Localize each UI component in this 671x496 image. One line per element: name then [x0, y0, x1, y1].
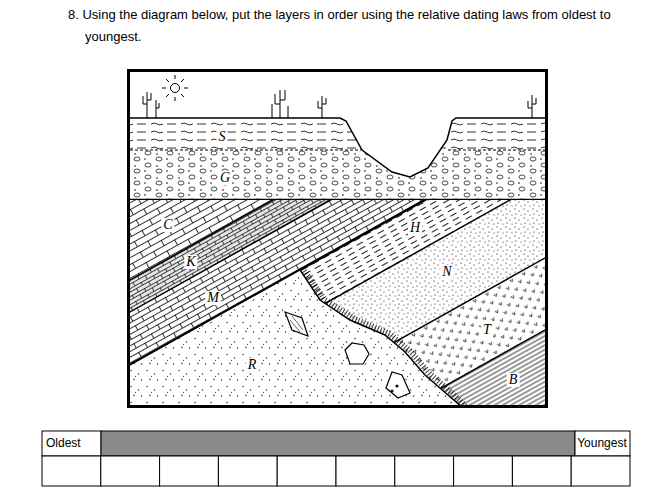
question-table	[101, 456, 160, 486]
layer-letter: N	[440, 265, 453, 279]
table-header-cell: Youngest	[577, 437, 627, 449]
surface-layers	[130, 118, 545, 177]
question-table	[575, 431, 630, 456]
xenolith-group	[391, 390, 393, 392]
surface-layers	[130, 118, 545, 150]
sky	[129, 71, 546, 119]
surface-layers	[130, 116, 545, 200]
sky	[162, 75, 188, 101]
question-text: 8. Using the diagram below, put the laye…	[85, 4, 625, 48]
xenolith-group	[285, 312, 410, 398]
tilted-layers	[130, 200, 545, 405]
sky	[171, 84, 180, 93]
question-table	[42, 456, 101, 486]
cactus-group	[272, 90, 288, 118]
question-table	[42, 456, 630, 486]
cactus-group	[528, 95, 536, 118]
layer-letter: R	[246, 358, 259, 372]
question-table	[42, 431, 630, 486]
table-header-cell: Oldest	[46, 437, 81, 449]
question-table	[336, 456, 395, 486]
question-table	[454, 456, 513, 486]
question-table	[512, 456, 571, 486]
layer-letter: H	[408, 221, 422, 235]
xenolith-group	[285, 312, 308, 336]
layer-letter: B	[507, 373, 520, 387]
question-table	[277, 456, 336, 486]
question-table	[42, 431, 101, 456]
xenolith-group	[386, 372, 410, 398]
question-table	[160, 456, 219, 486]
sky	[129, 71, 546, 119]
question-table	[101, 431, 575, 456]
igneous-intrusion	[130, 270, 462, 405]
surface-layers	[340, 116, 456, 177]
xenolith-group	[290, 316, 303, 332]
surface-layers	[130, 150, 545, 200]
layer-letter: M	[205, 291, 221, 305]
xenolith-group	[396, 385, 398, 387]
question-table	[571, 456, 630, 486]
xenolith-group	[345, 343, 369, 364]
layer-letter: T	[481, 323, 493, 337]
layer-letter: K	[184, 255, 197, 269]
question-table	[395, 456, 454, 486]
surface-layers	[130, 150, 545, 151]
tilted-layers	[130, 200, 545, 405]
question-table	[218, 456, 277, 486]
cactus-group	[143, 92, 159, 118]
tilted-layers	[130, 227, 545, 405]
layer-letter: S	[217, 130, 228, 144]
cactus-group	[318, 96, 326, 118]
tilted-layers	[304, 271, 466, 405]
tilted-layers	[130, 200, 545, 405]
layer-letter: G	[218, 171, 232, 185]
sky	[162, 75, 188, 101]
section-frame	[129, 71, 547, 407]
cactus-group	[143, 90, 536, 118]
layer-letter: C	[161, 218, 174, 232]
